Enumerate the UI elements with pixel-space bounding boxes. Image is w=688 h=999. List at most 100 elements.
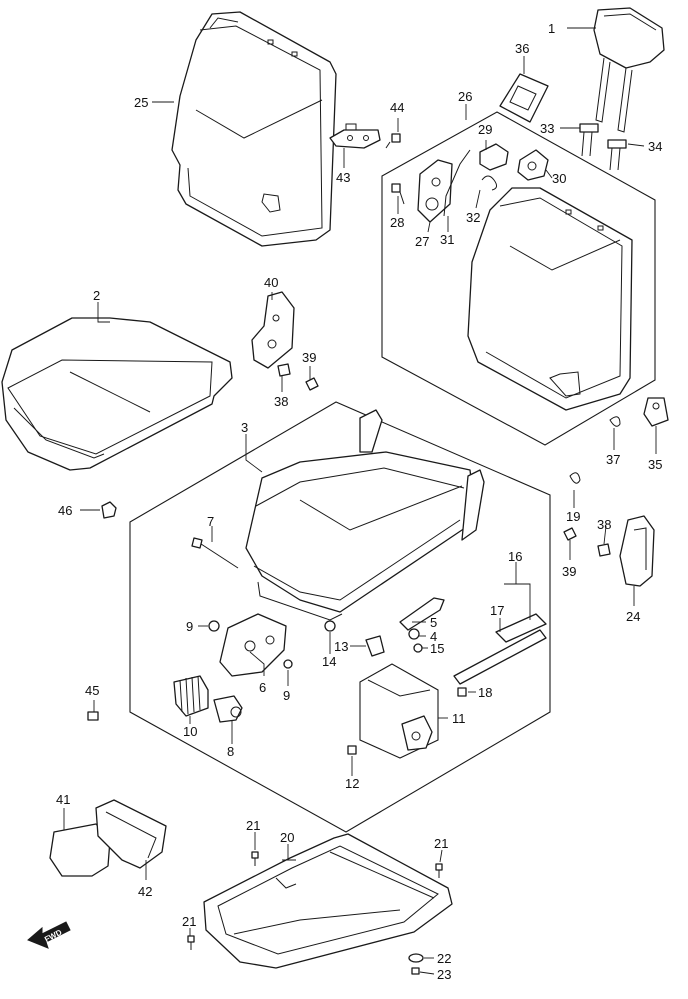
slide-lock-11	[359, 663, 439, 759]
callout-21-upper-right: 21	[434, 836, 448, 851]
washer-4	[408, 628, 420, 640]
callout-11: 11	[452, 711, 466, 726]
spring-10	[173, 675, 209, 717]
callout-29: 29	[478, 122, 492, 137]
nut-39-left	[305, 377, 319, 391]
callout-38-right: 38	[597, 517, 611, 532]
headrest-guide-34	[607, 139, 627, 171]
callout-16: 16	[508, 549, 522, 564]
callout-15: 15	[430, 641, 444, 656]
callout-20: 20	[280, 830, 294, 845]
callout-34: 34	[648, 139, 662, 154]
bushing-9-upper	[208, 620, 220, 632]
seat-cushion-cover	[1, 317, 233, 471]
screw-21-lower-left	[187, 935, 195, 950]
side-cover-24	[619, 515, 655, 587]
callout-10: 10	[183, 724, 197, 739]
hinge-bracket	[329, 123, 381, 149]
callout-19: 19	[566, 509, 580, 524]
rod-7	[191, 537, 239, 569]
callout-46: 46	[58, 503, 72, 518]
callout-43: 43	[336, 170, 350, 185]
bolt-38-left	[277, 363, 291, 377]
rail-assembly-16	[453, 613, 547, 685]
callout-38-left: 38	[274, 394, 288, 409]
callout-36: 36	[515, 41, 529, 56]
callout-44: 44	[390, 100, 404, 115]
callout-5: 5	[430, 615, 437, 630]
callout-12: 12	[345, 776, 359, 791]
clip-15	[413, 643, 423, 653]
screw-21-upper-right	[435, 863, 443, 878]
callout-24: 24	[626, 609, 640, 624]
callout-30: 30	[552, 171, 566, 186]
callout-9-lower: 9	[283, 688, 290, 703]
callout-39-left: 39	[302, 350, 316, 365]
screw-21-upper-left	[251, 851, 259, 866]
callout-35: 35	[648, 457, 662, 472]
hinge-cover-35	[643, 397, 669, 427]
callout-21-upper-left: 21	[246, 818, 260, 833]
callout-41: 41	[56, 792, 70, 807]
callout-31: 31	[440, 232, 454, 247]
bolt-28	[391, 183, 405, 205]
callout-25: 25	[134, 95, 148, 110]
callout-22: 22	[437, 951, 451, 966]
callout-labels: 1 2 3 4 5 6 7 8 9 9 10 11 12 13 14 15 16…	[56, 21, 662, 982]
lock-30	[517, 149, 549, 181]
callout-3: 3	[241, 420, 248, 435]
lock-cap-29	[479, 143, 509, 171]
callout-42: 42	[138, 884, 152, 899]
callout-13: 13	[334, 639, 348, 654]
bolt-8	[213, 695, 243, 723]
callout-28: 28	[390, 215, 404, 230]
leader-lines	[63, 27, 657, 975]
callout-14: 14	[322, 654, 336, 669]
callout-6: 6	[259, 680, 266, 695]
bracket-bolt	[385, 133, 401, 149]
seat-cushion-assembly	[245, 409, 485, 621]
clip-19	[569, 472, 581, 484]
callout-7: 7	[207, 514, 214, 529]
clip-13	[365, 635, 385, 657]
callout-2: 2	[93, 288, 100, 303]
callout-26: 26	[458, 89, 472, 104]
trim-42	[95, 799, 167, 869]
nut-39-right	[563, 527, 577, 541]
clip-22	[408, 953, 424, 963]
seatback-assembly	[467, 187, 633, 411]
bolt-18	[457, 687, 467, 697]
seatback-group-frame	[381, 111, 656, 446]
bolt-38-right	[597, 543, 611, 557]
adjuster-mechanism-6	[219, 613, 287, 677]
headrest-guide-trim	[499, 73, 549, 123]
cushion-side-bracket-40	[251, 291, 295, 369]
callout-23: 23	[437, 967, 451, 982]
callout-27: 27	[415, 234, 429, 249]
callout-33: 33	[540, 121, 554, 136]
fwd-arrow-icon: FWD	[27, 921, 71, 949]
callout-39-right: 39	[562, 564, 576, 579]
screw-23	[411, 967, 420, 975]
spring-wire-31	[443, 149, 471, 217]
bolt-45	[87, 711, 99, 721]
spring-32	[481, 175, 498, 191]
bushing-9-lower	[283, 659, 293, 669]
callout-21-lower-left: 21	[182, 914, 196, 929]
lever-5	[399, 597, 445, 631]
callout-37: 37	[606, 452, 620, 467]
nut-46	[101, 501, 117, 519]
clip-37	[609, 416, 621, 427]
headrest	[593, 7, 665, 133]
bushing-14	[324, 620, 336, 632]
callout-4: 4	[430, 629, 437, 644]
callout-40: 40	[264, 275, 278, 290]
cushion-group-frame	[129, 401, 551, 833]
headrest-guide-33	[579, 123, 599, 157]
callout-45: 45	[85, 683, 99, 698]
under-cover-20	[203, 833, 453, 969]
callout-8: 8	[227, 744, 234, 759]
recliner-cover-27	[417, 159, 453, 223]
seatback-cover	[171, 11, 337, 247]
